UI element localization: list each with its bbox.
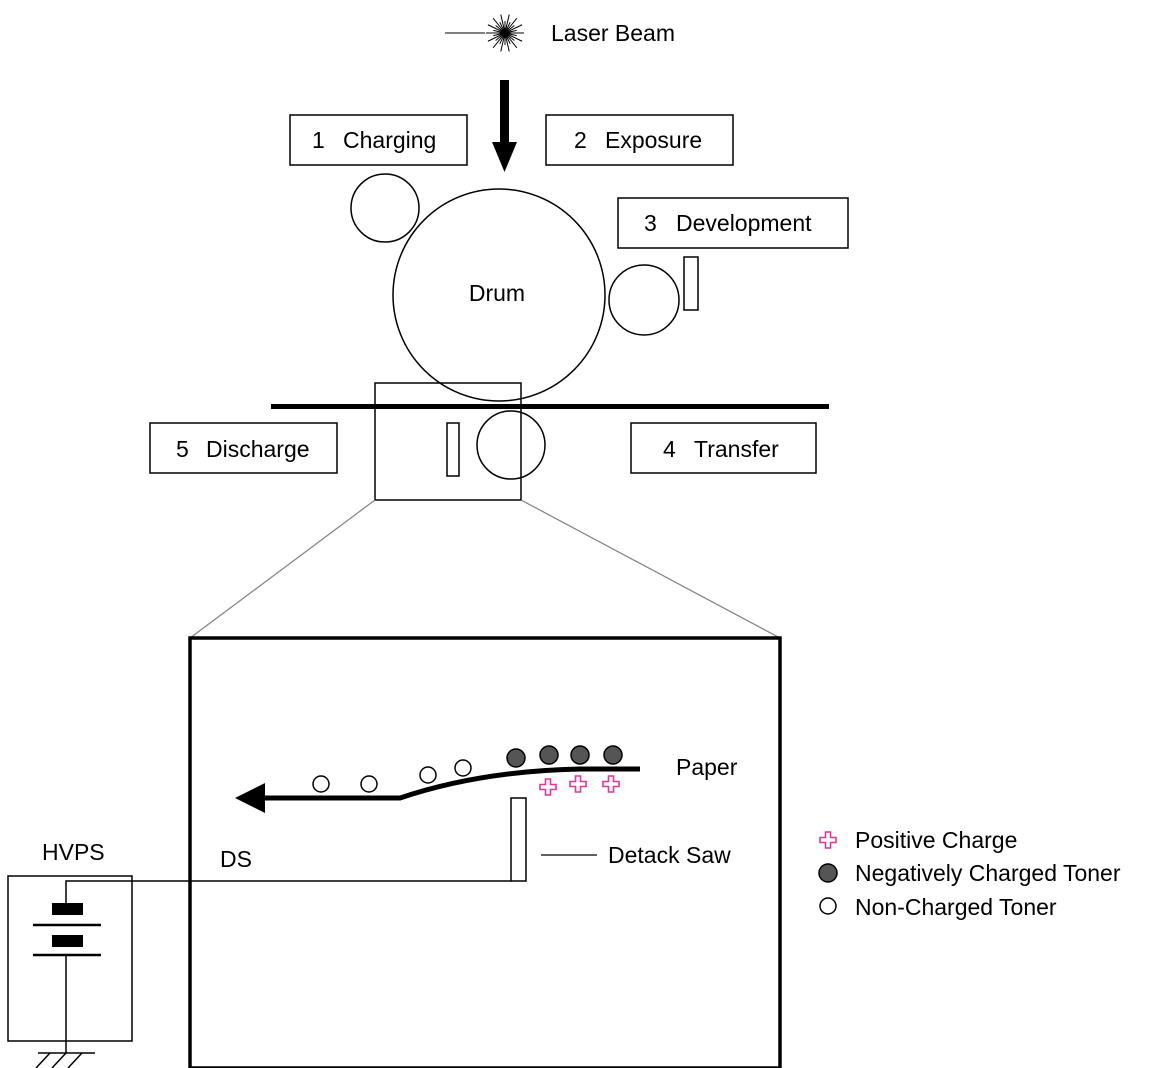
step-number: 2: [574, 127, 587, 153]
zoom-connector-left: [189, 499, 376, 639]
non-charged-toner: [360, 775, 378, 793]
laser-arrow: [492, 80, 517, 172]
legend-positive-charge-icon: [819, 831, 837, 849]
step-name: Discharge: [206, 436, 310, 462]
non-charged-toner-group: [312, 759, 472, 793]
paper-label: Paper: [676, 754, 738, 780]
legend-non-charged-toner-icon: [819, 897, 837, 915]
step-name: Transfer: [694, 436, 779, 462]
non-charged-toner: [454, 759, 472, 777]
charged-toner: [603, 745, 623, 765]
transfer-roller: [476, 410, 546, 480]
drum: [392, 188, 606, 402]
hvps-box: [7, 875, 133, 1042]
step-box-charging: 1 Charging: [289, 114, 468, 166]
detack-saw: [510, 797, 527, 882]
positive-charge-group: [539, 775, 620, 796]
hvps-label: HVPS: [42, 839, 105, 865]
step-box-exposure: 2 Exposure: [545, 114, 734, 166]
ds-label: DS: [220, 846, 252, 872]
step-box-development: 3 Development: [617, 197, 849, 249]
charged-toner-group: [506, 745, 623, 768]
paper-detail: [262, 766, 640, 801]
laser-starburst-icon: [445, 14, 524, 52]
battery-icon: [33, 903, 101, 1053]
charged-toner: [539, 745, 559, 765]
charged-toner: [570, 745, 590, 765]
step-number: 4: [663, 436, 676, 462]
positive-charge-icon: [602, 775, 620, 793]
step-number: 3: [644, 210, 657, 236]
charged-toner: [506, 748, 526, 768]
development-roller: [608, 264, 680, 336]
detack-saw-label: Detack Saw: [608, 842, 731, 868]
non-charged-toner: [312, 775, 330, 793]
step-name: Exposure: [605, 127, 702, 153]
detack-saw-small: [446, 422, 460, 477]
drum-label: Drum: [469, 280, 525, 306]
step-name: Development: [676, 210, 812, 236]
zoom-connector-right: [520, 499, 781, 639]
legend-label: Non-Charged Toner: [855, 894, 1057, 920]
positive-charge-icon: [569, 775, 587, 793]
legend-label: Positive Charge: [855, 827, 1017, 853]
legend-label: Negatively Charged Toner: [855, 860, 1121, 886]
development-blade: [683, 256, 699, 311]
step-box-transfer: 4 Transfer: [630, 422, 817, 474]
legend-charged-toner-icon: [818, 863, 838, 883]
paper-path: [271, 404, 829, 409]
legend: Positive Charge Negatively Charged Toner…: [818, 827, 1121, 920]
positive-charge-icon: [539, 778, 557, 796]
detail-view-box: [188, 636, 782, 1068]
ground-icon: [35, 1052, 95, 1068]
zoom-region-box: [374, 382, 522, 501]
paper-direction-arrow: [235, 783, 265, 813]
step-number: 1: [312, 127, 325, 153]
ds-wire: [65, 880, 511, 903]
non-charged-toner: [419, 766, 437, 784]
laser-beam-label: Laser Beam: [551, 20, 675, 46]
step-number: 5: [176, 436, 189, 462]
step-box-discharge: 5 Discharge: [149, 422, 338, 474]
step-name: Charging: [343, 127, 436, 153]
charging-roller: [350, 173, 420, 243]
